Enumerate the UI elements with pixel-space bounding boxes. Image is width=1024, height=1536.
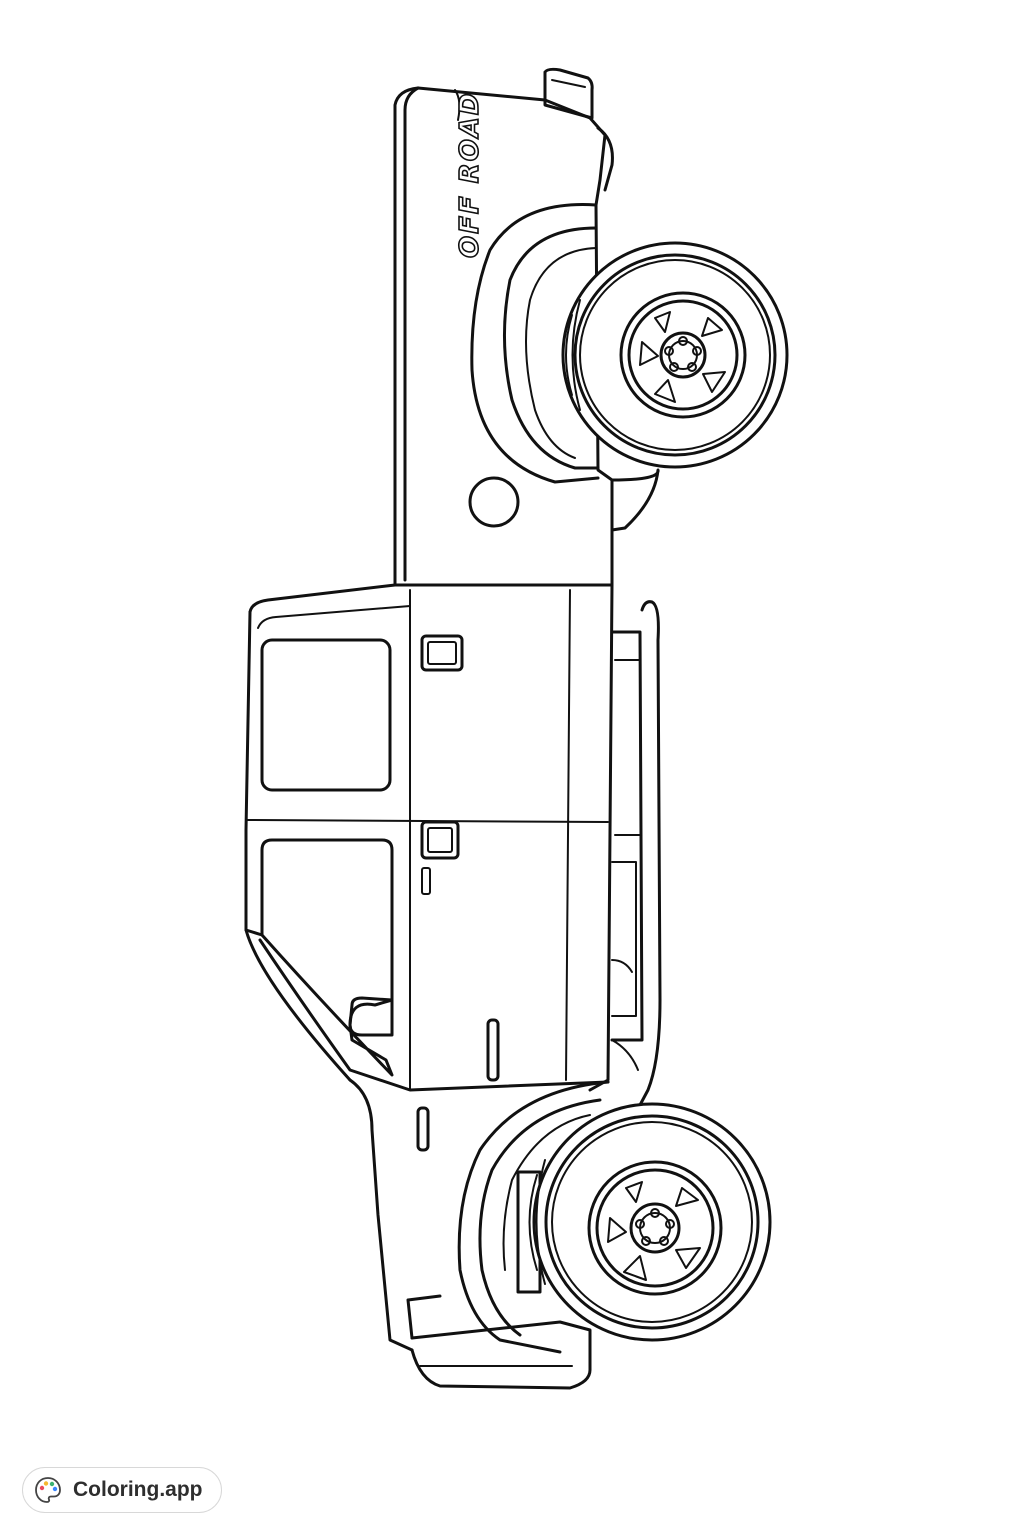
rear-door-handle [420,634,464,672]
rear-wheel [561,241,789,469]
truck-cab [244,583,614,1092]
rear-window [260,638,392,792]
side-mirror [348,996,394,1037]
palette-icon [35,1477,61,1503]
truck-front [348,1078,610,1390]
running-board [610,600,662,1107]
door-keypad [421,867,431,895]
coloring-app-badge[interactable]: Coloring.app [22,1467,222,1513]
off-road-decal: OFF ROAD [455,91,485,258]
front-door-handle [420,820,460,860]
brand-label: Coloring.app [73,1478,203,1501]
fuel-cap [468,476,520,528]
front-wheel [528,1102,772,1342]
front-window [260,838,394,1077]
